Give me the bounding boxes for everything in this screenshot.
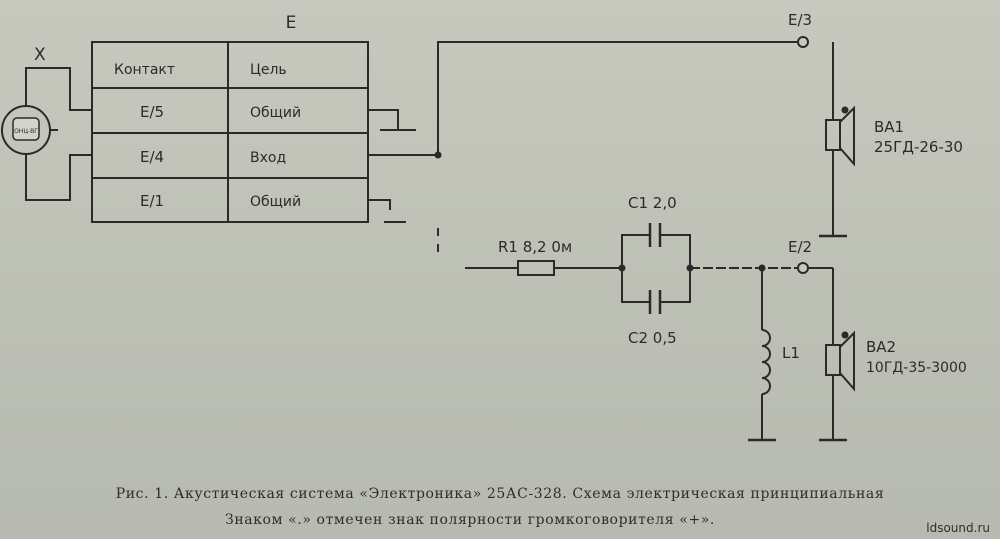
polarity-dot bbox=[841, 331, 849, 339]
table-outputs bbox=[368, 109, 442, 223]
table-cell-contact: E/5 bbox=[140, 103, 164, 121]
table-cell-purpose: Общий bbox=[250, 105, 301, 121]
connector-label: X bbox=[34, 45, 46, 65]
speaker-ba1: BA1 25ГД-26-30 bbox=[819, 42, 963, 238]
l1-label: L1 bbox=[782, 344, 800, 362]
capacitors-c1-c2: C1 2,0 C2 0,5 bbox=[618, 194, 694, 347]
ba1-type: 25ГД-26-30 bbox=[874, 138, 963, 156]
table-cell-contact: E/4 bbox=[140, 148, 164, 166]
table-cell-purpose: Вход bbox=[250, 150, 286, 166]
wire-to-e2: E/2 bbox=[690, 238, 812, 274]
table-cell-contact: E/1 bbox=[140, 192, 164, 210]
figure-caption-line1: Рис. 1. Акустическая система «Электроник… bbox=[115, 486, 885, 502]
ba2-name: BA2 bbox=[866, 338, 896, 356]
wire-r1-branch: R1 8,2 0м bbox=[437, 228, 622, 276]
connector-inner-label: ОНЦ-ВГ bbox=[14, 128, 38, 135]
wire-input-to-e3: E/3 bbox=[437, 11, 812, 155]
figure-caption-line2: Знаком «.» отмечен знак полярности громк… bbox=[225, 512, 715, 528]
table-title: E bbox=[286, 13, 297, 33]
c1-label: C1 2,0 bbox=[628, 194, 677, 212]
contact-table: E Контакт Цель E/5 Общий E/4 Вход E/1 Об… bbox=[91, 13, 369, 223]
speaker-ba2: BA2 10ГД-35-3000 bbox=[808, 267, 967, 442]
table-header-purpose: Цель bbox=[250, 62, 287, 78]
polarity-dot bbox=[841, 106, 849, 114]
terminal-e2-label: E/2 bbox=[788, 238, 812, 256]
terminal-e3-label: E/3 bbox=[788, 11, 812, 29]
table-header-contact: Контакт bbox=[114, 62, 175, 78]
resistor-r1 bbox=[517, 260, 555, 276]
r1-label: R1 8,2 0м bbox=[498, 238, 572, 256]
connector-x-symbol: ОНЦ-ВГ bbox=[1, 67, 92, 201]
inductor-l1: L1 bbox=[748, 268, 800, 442]
ba2-type: 10ГД-35-3000 bbox=[866, 360, 967, 376]
ba1-name: BA1 bbox=[874, 118, 904, 136]
c2-label: C2 0,5 bbox=[628, 329, 677, 347]
table-cell-purpose: Общий bbox=[250, 194, 301, 210]
site-watermark: ldsound.ru bbox=[926, 521, 990, 535]
